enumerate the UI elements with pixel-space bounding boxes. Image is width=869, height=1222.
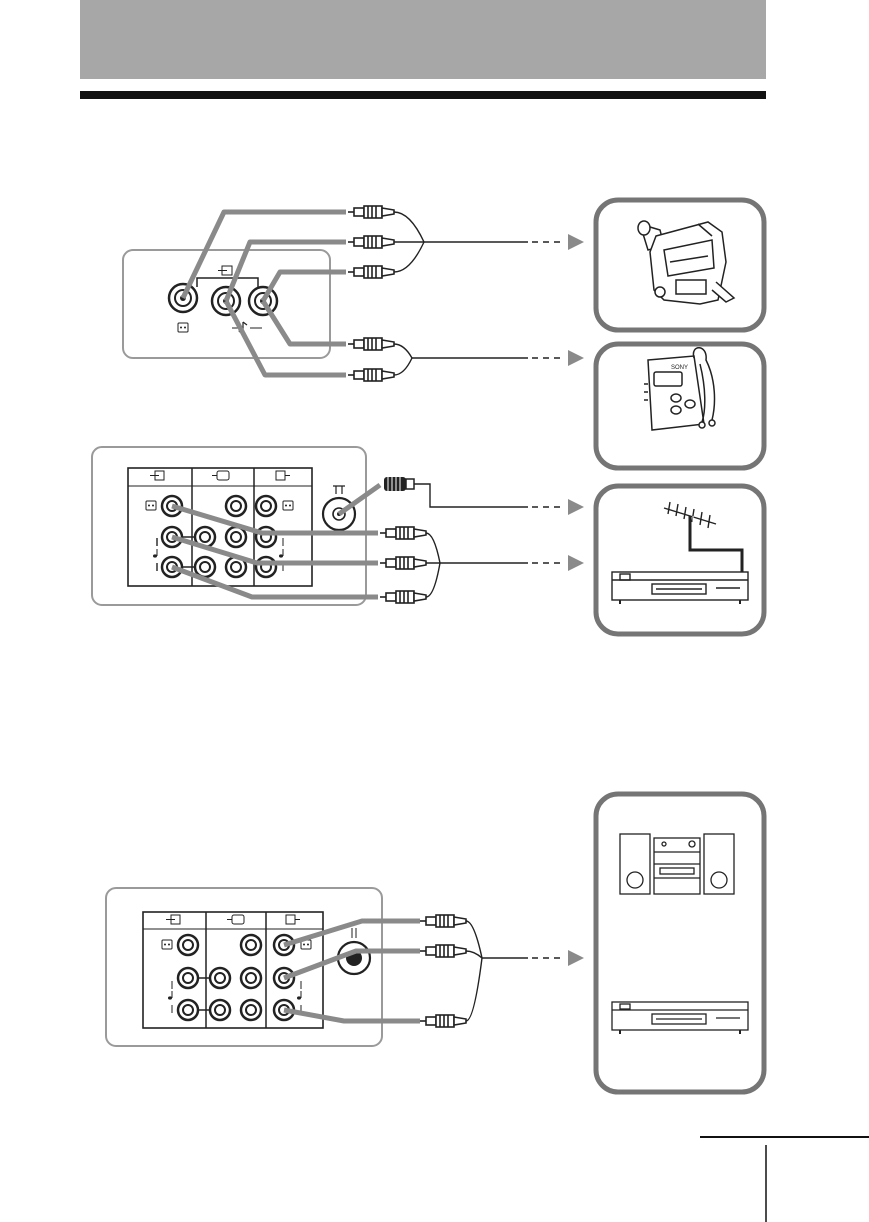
jack-a-left-2 xyxy=(210,968,230,988)
jack-monitor-video-2 xyxy=(241,935,261,955)
rca-plugs-fig1 xyxy=(348,206,394,381)
device-box-antenna-vcr xyxy=(596,486,764,634)
rca-plugs-fig3 xyxy=(420,915,466,1027)
brand-label: SONY xyxy=(671,365,688,371)
dashed-arrow-icon xyxy=(532,499,584,571)
jack-monitor-left xyxy=(226,527,246,547)
wires-fig3 xyxy=(466,921,528,1021)
device-box-personal-stereo: SONY xyxy=(596,344,764,468)
jack-out-right xyxy=(256,557,276,577)
jack-a-right xyxy=(195,557,215,577)
wires-fig2 xyxy=(414,484,528,597)
dashed-arrow-icon xyxy=(532,950,584,966)
jack-a-right-2 xyxy=(210,1000,230,1020)
f-connector xyxy=(384,477,414,491)
jack-out-video xyxy=(256,496,276,516)
rca-plugs-fig2 xyxy=(380,527,426,603)
jack-monitor-right-2 xyxy=(241,1000,261,1020)
jack-in-video-2 xyxy=(178,935,198,955)
jack-monitor-video xyxy=(226,496,246,516)
device-box-camcorder xyxy=(596,200,764,330)
rear-panel-1 xyxy=(92,447,366,605)
jack-in-right-2 xyxy=(178,1000,198,1020)
jack-in-left-2 xyxy=(178,968,198,988)
wires-fig1 xyxy=(394,212,528,375)
dashed-arrow-icon xyxy=(532,234,584,366)
jack-monitor-left-2 xyxy=(241,968,261,988)
header-band xyxy=(80,0,766,79)
device-box-audio-recorders xyxy=(596,794,764,1092)
header-rule xyxy=(80,91,766,99)
